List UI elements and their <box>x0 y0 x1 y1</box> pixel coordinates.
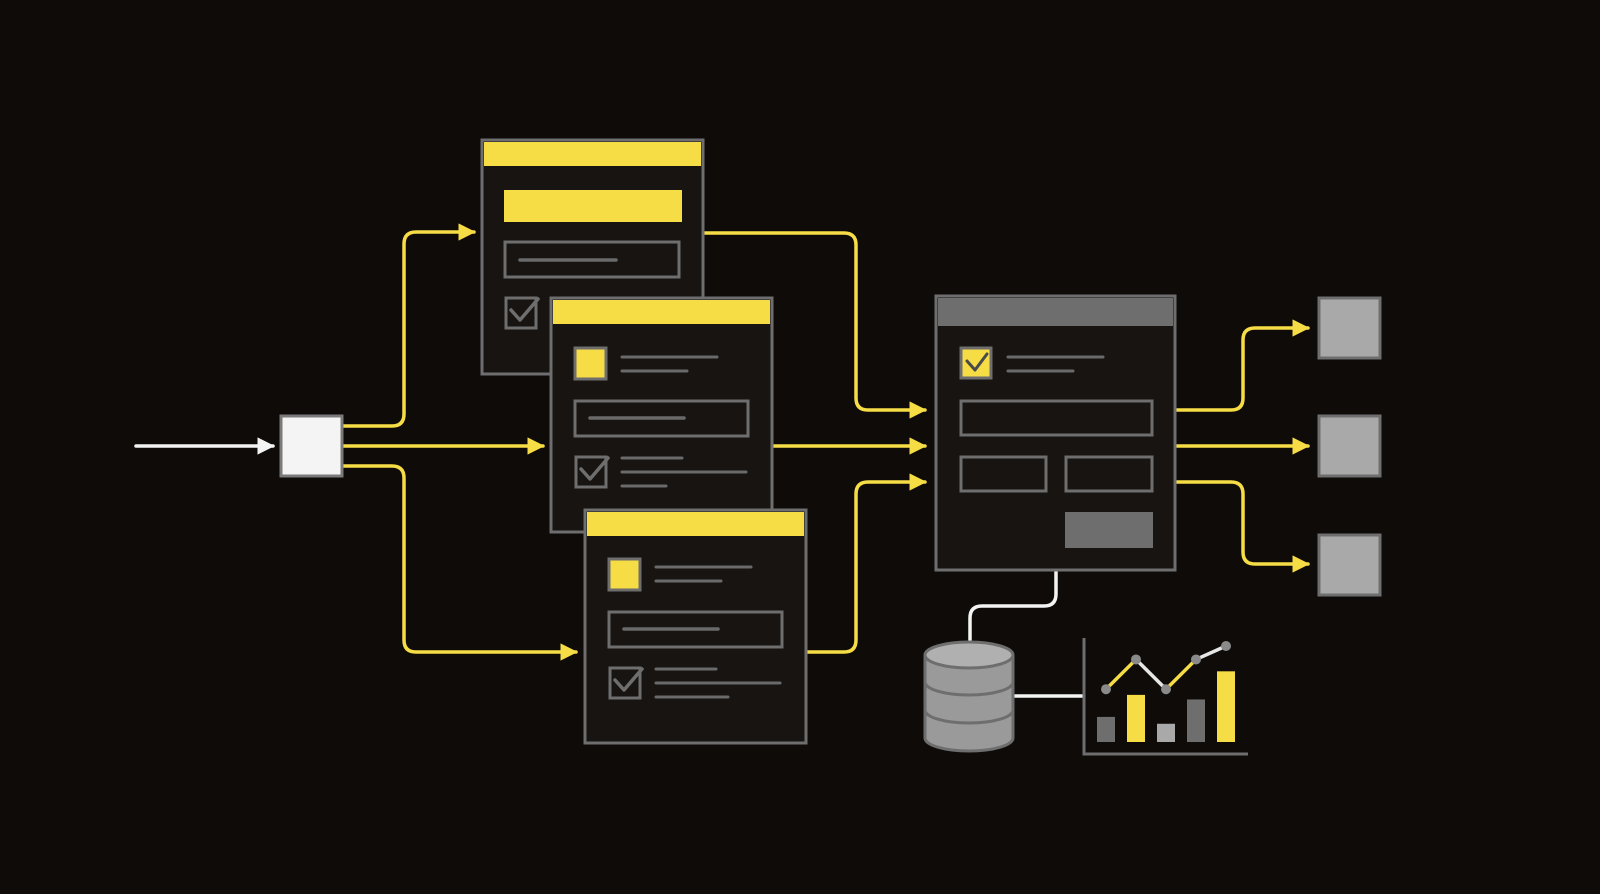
analytics-chart-bar <box>1217 671 1235 742</box>
analytics-chart-point <box>1101 684 1111 695</box>
output-node-2 <box>1317 414 1382 478</box>
merge-panel-input-left <box>959 455 1048 493</box>
database-icon <box>923 640 1015 753</box>
merge-panel-input-wide <box>959 399 1154 437</box>
connector-start-to-form-1 <box>340 223 476 428</box>
connector-merge-to-output-3 <box>1175 480 1310 573</box>
form-panel-3-checked-box <box>607 557 642 592</box>
form-panel-3 <box>583 508 808 745</box>
analytics-chart-axes <box>1082 638 1248 756</box>
analytics-chart-line-segment <box>1134 657 1168 691</box>
analytics-chart-line-segment <box>1164 657 1198 691</box>
analytics-chart-bar <box>1157 723 1175 742</box>
analytics-chart-point <box>1131 654 1141 665</box>
connector-merge-to-database <box>968 570 1058 642</box>
connector-merge-to-output-1 <box>1175 319 1310 412</box>
connector-form-3-to-merge <box>805 473 927 654</box>
analytics-chart-line-segment <box>1104 657 1138 691</box>
merge-panel-submit-button <box>1065 512 1153 548</box>
connector-start-to-form-3 <box>340 464 578 661</box>
merge-panel <box>934 294 1177 572</box>
connectors <box>134 223 1310 698</box>
form-panel-1-header <box>484 142 701 166</box>
start-node <box>279 414 344 478</box>
analytics-chart-point <box>1191 654 1201 665</box>
analytics-chart-bar <box>1127 694 1145 742</box>
analytics-chart-point <box>1161 684 1171 695</box>
form-panel-2 <box>549 296 774 534</box>
form-panel-2-checked-box <box>573 346 608 381</box>
form-panel-2-checkbox-icon <box>574 455 610 489</box>
analytics-chart-icon <box>1082 638 1248 756</box>
analytics-chart-bar <box>1097 716 1115 742</box>
form-panel-3-header <box>587 512 804 536</box>
form-panel-1-checkbox-icon <box>504 296 540 330</box>
form-panel-1-input <box>503 240 681 279</box>
form-panel-2-header <box>553 300 770 324</box>
form-panel-1-title-bar <box>504 190 682 222</box>
analytics-chart-point <box>1221 641 1231 651</box>
form-panel-3-checkbox-icon <box>608 666 644 700</box>
form-panel-2-input <box>573 399 750 438</box>
connector-form-1-to-merge <box>703 231 927 419</box>
output-node-1 <box>1317 296 1382 360</box>
output-node-3 <box>1317 533 1382 597</box>
analytics-chart-line-segment <box>1194 644 1228 662</box>
merge-panel-checkbox-icon <box>959 346 993 380</box>
analytics-chart-bar <box>1187 699 1205 742</box>
merge-panel-input-right <box>1064 455 1154 493</box>
form-panel-3-input <box>607 610 784 649</box>
merge-panel-header <box>938 298 1173 326</box>
